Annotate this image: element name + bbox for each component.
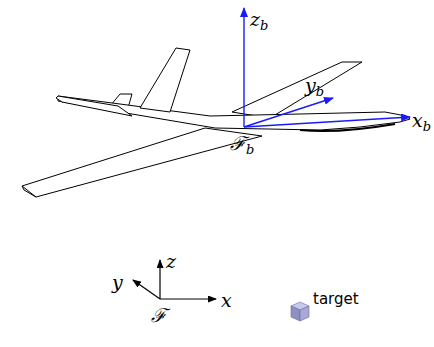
subscript: b xyxy=(316,84,324,99)
axis-label: x xyxy=(221,291,232,310)
axis-label: yb xyxy=(305,76,324,98)
axis-label: zb xyxy=(250,10,268,32)
frame-label: ℱ xyxy=(151,306,167,325)
axis-label: y xyxy=(112,273,123,292)
subscript: b xyxy=(246,142,254,157)
object-label: target xyxy=(313,292,359,307)
glider-drawing xyxy=(22,48,410,197)
subscript: b xyxy=(260,18,268,33)
axis-label: xb xyxy=(412,111,431,133)
axis-label: z xyxy=(166,252,176,271)
frame-label: ℱb xyxy=(230,134,254,156)
subscript: b xyxy=(423,119,431,134)
target-cube xyxy=(291,302,309,321)
body-frame-axes xyxy=(244,8,410,127)
